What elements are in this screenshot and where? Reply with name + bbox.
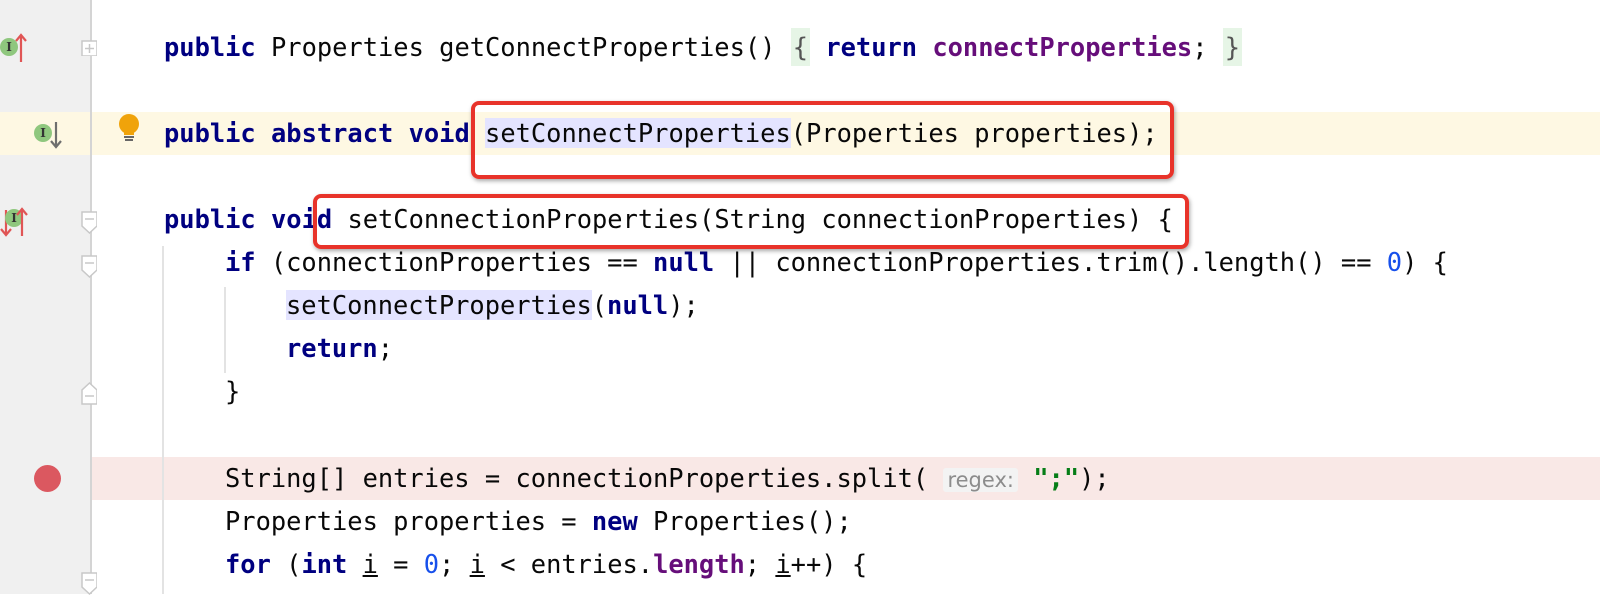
code-line-call-setConnectProperties[interactable]: setConnectProperties(null); bbox=[286, 290, 699, 320]
method-name-usage-highlight: setConnectProperties bbox=[485, 118, 791, 148]
fold-collapse-icon[interactable] bbox=[81, 572, 97, 596]
fold-collapse-icon[interactable] bbox=[81, 211, 97, 235]
overrides-up-arrow-icon[interactable] bbox=[15, 32, 27, 62]
fold-end-icon[interactable] bbox=[81, 381, 97, 405]
code-line-for[interactable]: for (int i = 0; i < entries.length; i++)… bbox=[225, 549, 868, 579]
loop-variable: i bbox=[469, 549, 485, 579]
breakpoint-row-highlight bbox=[92, 457, 1600, 500]
fold-expand-icon[interactable] bbox=[81, 40, 97, 56]
keyword: public bbox=[164, 32, 256, 62]
implemented-method-icon[interactable]: I bbox=[34, 124, 52, 142]
parameter-hint: regex: bbox=[943, 468, 1018, 492]
method-name: getConnectProperties bbox=[439, 32, 745, 62]
indent-guide bbox=[162, 246, 164, 594]
code-line-new-properties[interactable]: Properties properties = new Properties()… bbox=[225, 506, 852, 536]
implemented-down-arrow-icon[interactable] bbox=[50, 120, 62, 150]
indent-guide bbox=[224, 287, 226, 373]
code-line-setConnectionProperties[interactable]: public void setConnectionProperties(Stri… bbox=[164, 204, 1173, 234]
caret-row-highlight bbox=[92, 112, 1600, 155]
overrides-up-arrow-icon[interactable] bbox=[16, 206, 28, 236]
implements-method-icon[interactable]: I bbox=[0, 38, 18, 56]
field-reference: connectProperties bbox=[932, 32, 1193, 62]
code-line-abstract-setConnectProperties[interactable]: public abstract void setConnectPropertie… bbox=[164, 118, 1158, 148]
code-line-close-brace[interactable]: } bbox=[225, 376, 241, 406]
folded-brace[interactable]: { bbox=[790, 28, 811, 66]
method-call-usage-highlight: setConnectProperties bbox=[286, 290, 592, 320]
string-literal: ";" bbox=[1033, 463, 1080, 493]
code-line-return[interactable]: return; bbox=[286, 333, 394, 363]
breakpoint-icon[interactable] bbox=[34, 465, 61, 492]
code-editor[interactable] bbox=[92, 0, 1600, 594]
loop-variable: i bbox=[775, 549, 791, 579]
code-line-if[interactable]: if (connectionProperties == null || conn… bbox=[225, 247, 1448, 277]
code-line-split[interactable]: String[] entries = connectionProperties.… bbox=[225, 463, 1110, 493]
loop-variable: i bbox=[362, 549, 378, 579]
lightbulb-icon[interactable] bbox=[118, 114, 140, 142]
fold-collapse-icon[interactable] bbox=[81, 255, 97, 279]
editor-gutter[interactable] bbox=[0, 0, 91, 594]
gutter-separator bbox=[90, 0, 92, 594]
code-line-getConnectProperties[interactable]: public Properties getConnectProperties()… bbox=[164, 26, 1243, 69]
folded-brace[interactable]: } bbox=[1222, 28, 1243, 66]
